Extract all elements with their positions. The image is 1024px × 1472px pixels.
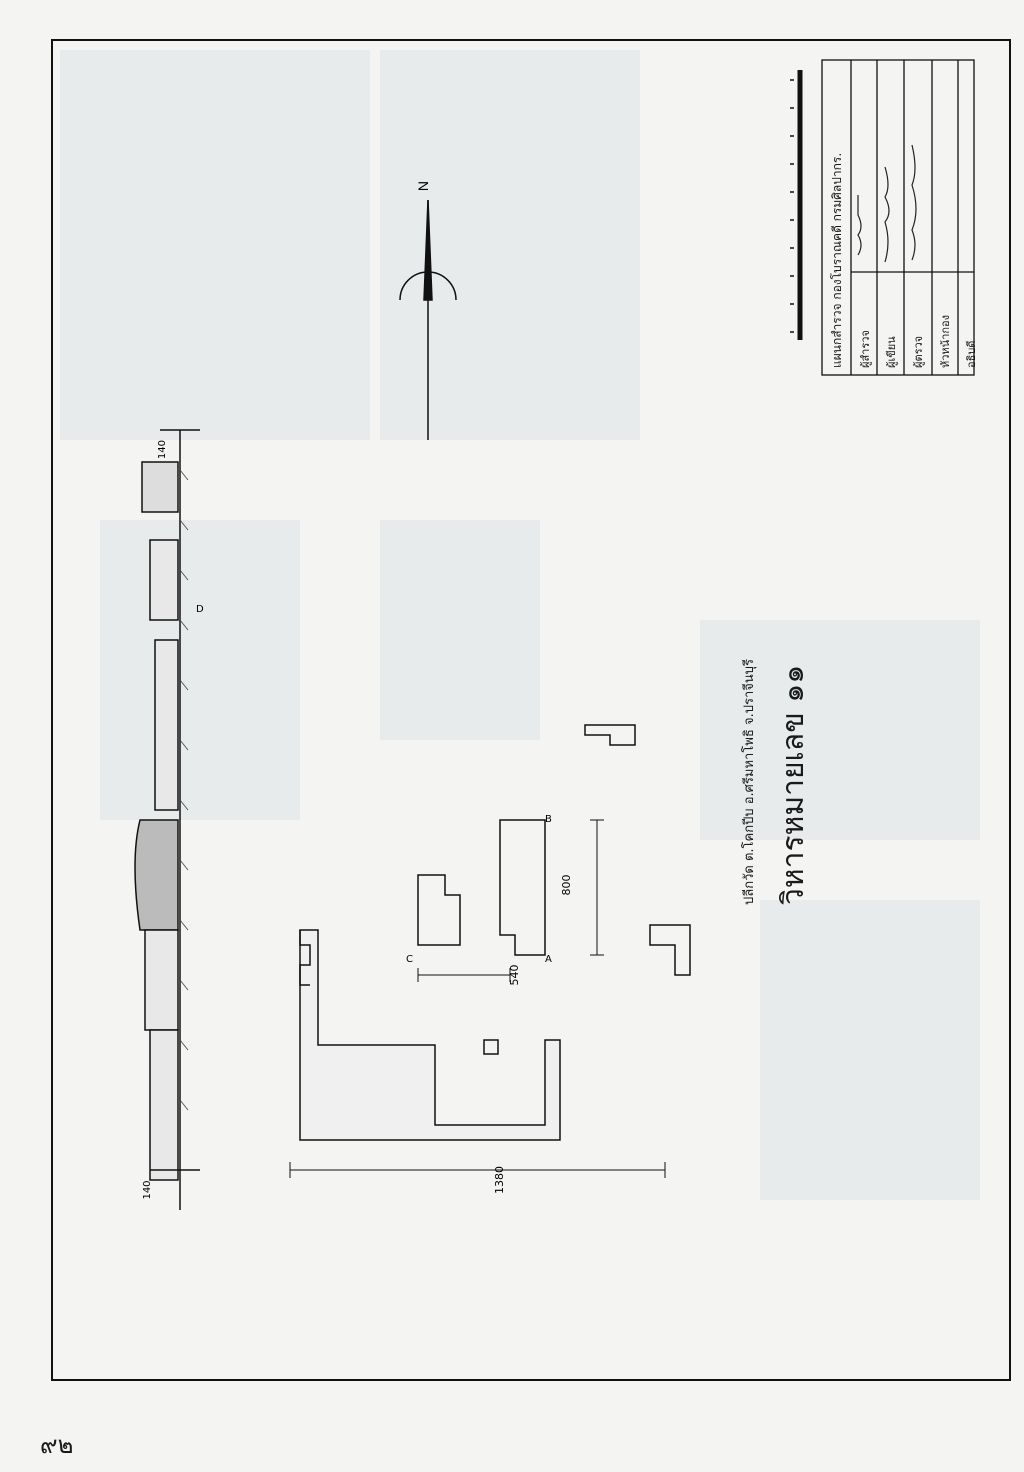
scale-bar <box>790 70 803 340</box>
title-block-row-label: หัวหน้ากอง <box>939 314 952 368</box>
dim-540: 540 <box>508 965 521 986</box>
dim-800: 800 <box>560 875 573 896</box>
drawing-subtitle: ปลีกวัด ต.โคกปีบ อ.ศรีมหาโพธิ จ.ปราจีนบุ… <box>742 659 757 905</box>
page-number: ๙๒ <box>40 1431 74 1459</box>
section-dim-top: 140 <box>157 440 168 459</box>
bleed-photo <box>100 520 300 820</box>
bleed-photo <box>60 50 370 440</box>
north-arrow-icon <box>399 199 457 440</box>
drawing-title: วิหารหมายเลข ๑๑ <box>776 664 811 905</box>
signatures <box>857 144 917 263</box>
bleed-photo <box>760 900 980 1200</box>
label-d: D <box>196 604 204 615</box>
title-block-row-label: ผู้เขียน <box>885 336 898 368</box>
bleed-photo <box>700 620 980 840</box>
title-block-row-label: ผู้ตรวจ <box>912 335 925 368</box>
bleed-photo <box>380 50 640 440</box>
section-hatching <box>179 469 189 1111</box>
section-elevation <box>134 429 200 1210</box>
title-block-header: แผนกสำรวจ กองโบราณคดี กรมศิลปากร. <box>830 152 844 368</box>
label-b: B <box>545 814 552 825</box>
north-label: N <box>415 181 431 191</box>
bleed-photo <box>380 520 540 740</box>
dimension-lines <box>289 819 666 1178</box>
section-dim-bottom: 140 <box>142 1180 153 1199</box>
floor-plan <box>299 724 691 1141</box>
label-c: C <box>406 954 413 965</box>
dim-1380: 1380 <box>493 1166 506 1194</box>
drawing-frame <box>51 39 1011 1381</box>
title-block <box>821 59 975 376</box>
title-block-row-label: อธิบดี <box>965 340 978 368</box>
label-a: A <box>545 954 552 965</box>
title-block-row-label: ผู้สำรวจ <box>859 330 872 368</box>
